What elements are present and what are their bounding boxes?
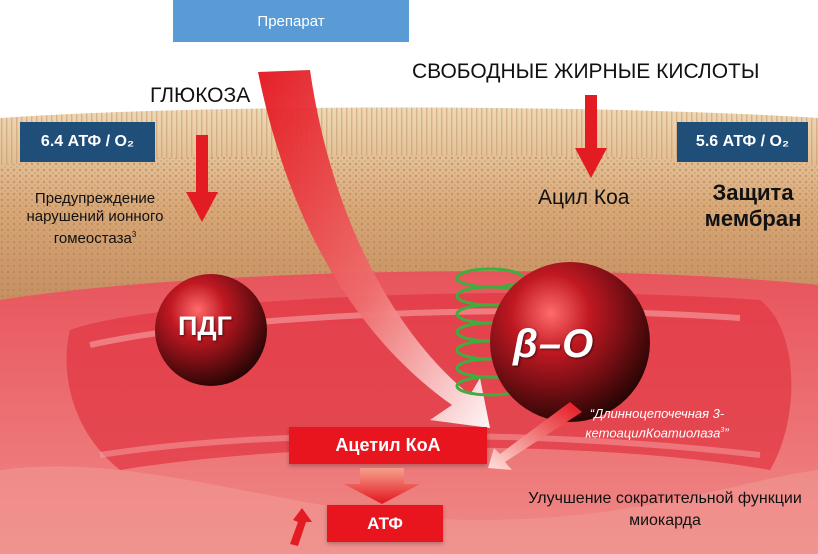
ion-warning-text: Предупреждение нарушений ионного гомеост… <box>10 190 180 248</box>
free-fatty-acids-label: СВОБОДНЫЕ ЖИРНЫЕ КИСЛОТЫ <box>412 60 760 83</box>
beta-oxidation-sphere <box>490 262 650 422</box>
atp-up-arrow <box>290 508 312 546</box>
glucose-flow-arrow <box>258 70 490 428</box>
enzyme-name: “Длинноцепочечная 3-кетоацилКоатиолаза <box>585 406 725 441</box>
atp-ffa-badge: 5.6 АТФ / O₂ <box>677 122 808 162</box>
left-down-arrow <box>186 135 218 222</box>
atp-box: АТФ <box>327 505 443 542</box>
drug-button[interactable]: Препарат <box>173 0 409 42</box>
beta-oxidation-label: β–О <box>513 322 595 366</box>
acyl-coa-label: Ацил Коа <box>538 186 630 209</box>
atp-glucose-badge: 6.4 АТФ / O₂ <box>20 122 155 162</box>
enzyme-label: “Длинноцепочечная 3-кетоацилКоатиолаза3” <box>552 405 762 441</box>
ion-warning-label: Предупреждение нарушений ионного гомеост… <box>26 190 164 247</box>
glucose-label: ГЛЮКОЗА <box>150 84 251 107</box>
pdg-label: ПДГ <box>178 311 232 341</box>
pdg-sphere <box>155 274 267 386</box>
center-down-arrow <box>575 95 607 178</box>
enzyme-ref: 3 <box>720 427 725 434</box>
membrane-protection-label: Защита мембран <box>704 180 802 231</box>
improvement-label: Улучшение сократительной функции миокард… <box>528 490 802 529</box>
enzyme-close-quote: ” <box>724 425 729 441</box>
ion-warning-ref: 3 <box>131 230 137 239</box>
acetyl-to-atp-arrow <box>344 468 420 504</box>
acetyl-coa-box: Ацетил КоА <box>289 427 487 464</box>
beta-to-acetyl-arrow <box>488 402 582 470</box>
